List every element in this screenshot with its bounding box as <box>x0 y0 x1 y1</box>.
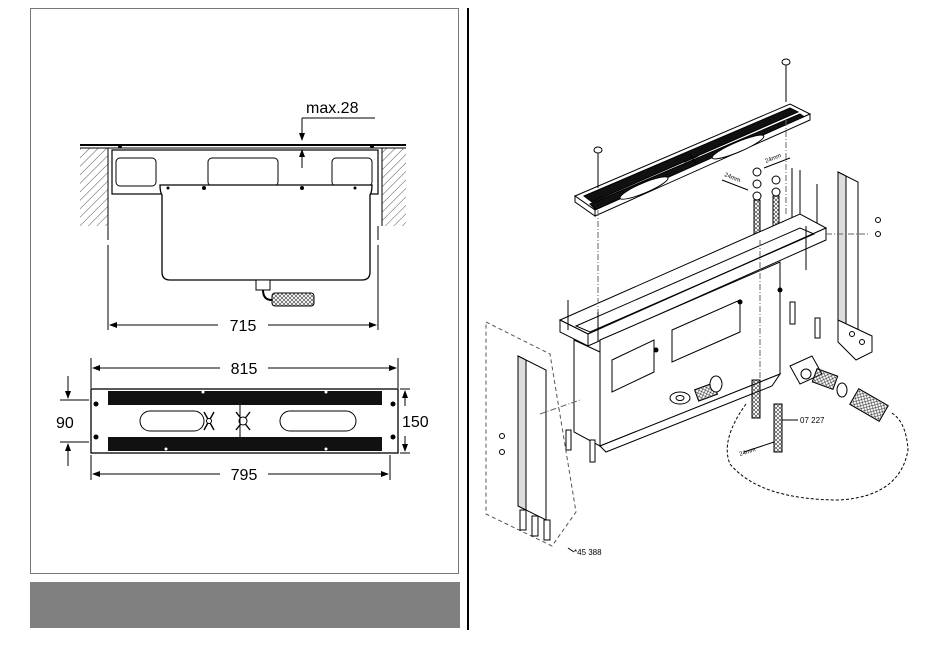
countertop-left-hatch <box>80 148 108 226</box>
wrench-size-label-1: 24mm <box>723 172 741 184</box>
slot-right <box>280 411 356 431</box>
dim-150-label: 150 <box>402 414 429 431</box>
top-view: 815 90 150 <box>56 358 429 484</box>
drain-hose <box>272 293 314 306</box>
dim-715-label: 715 <box>230 318 257 335</box>
slot-left <box>140 411 204 431</box>
section-view: max.28 715 <box>80 100 406 335</box>
dim-815-label: 815 <box>231 361 258 378</box>
countertop-right-hatch <box>382 148 406 226</box>
drain-outlet <box>256 280 270 290</box>
part-07227-label: 07 227 <box>800 416 825 425</box>
exploded-view: 24mm 24mm <box>486 0 908 557</box>
dim-90-label: 90 <box>56 415 74 432</box>
max-gap-label: max.28 <box>306 100 359 117</box>
rubber-strip-top <box>108 391 382 405</box>
sink-basin <box>160 185 372 280</box>
wrench-size-label-2: 24mm <box>765 153 783 165</box>
wrench-size-label-3: 24mm <box>739 447 757 458</box>
rubber-strip-bottom <box>108 437 382 451</box>
dim-795-label: 795 <box>231 467 258 484</box>
part-45388-label: *45 388 <box>574 548 602 557</box>
